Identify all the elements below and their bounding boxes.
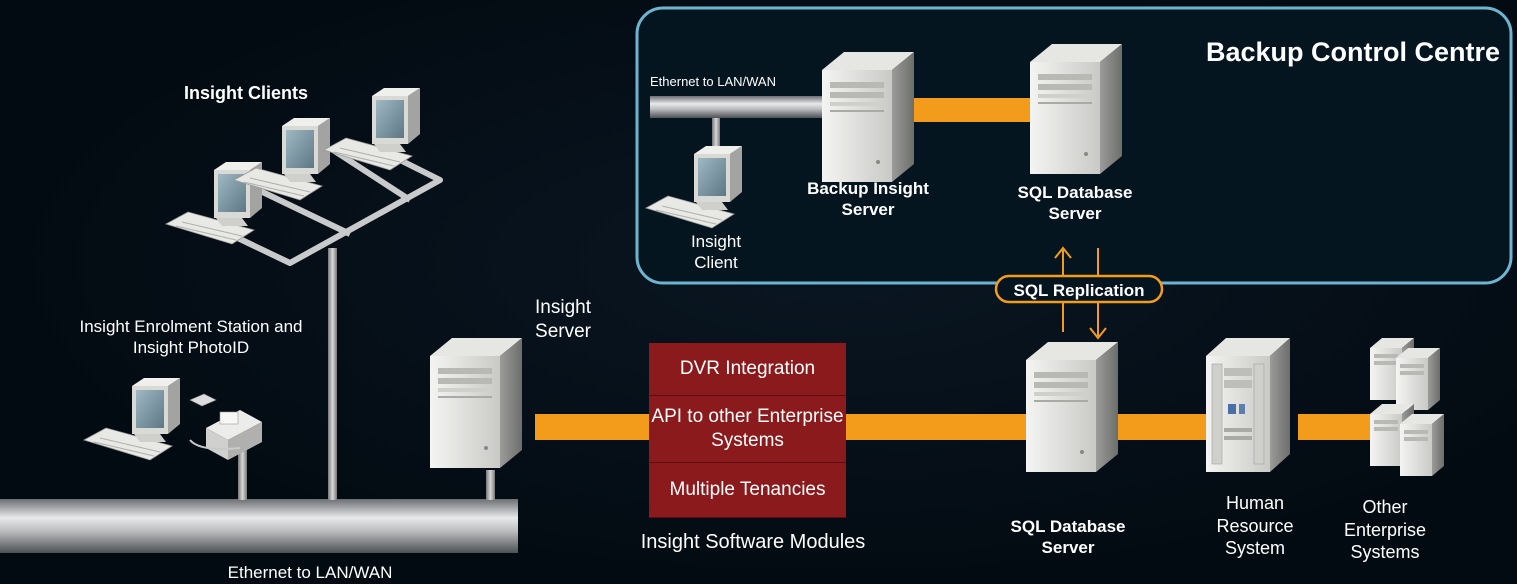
insight-server-label: Insight Server [535, 297, 591, 342]
sql-server-label: SQL Database Server [1010, 517, 1126, 558]
link-hr-to-other [1298, 414, 1370, 440]
link-modules-to-sql [846, 414, 1026, 440]
backup-server-label: Backup Insight Server [807, 179, 929, 220]
clients-pole [328, 248, 337, 500]
module-api: API to other Enterprise Systems [649, 396, 846, 463]
other-system-icon-4 [1400, 414, 1444, 476]
replication-pill [994, 274, 1164, 304]
backup-sql-server-icon [1030, 44, 1122, 174]
modules-caption: Insight Software Modules [640, 531, 866, 553]
module-multiple-tenancies: Multiple Tenancies [649, 463, 846, 518]
card-reader [189, 393, 217, 407]
hr-system-icon [1205, 337, 1291, 473]
replication-arrows [1054, 246, 1107, 340]
main-ethernet-pipe [0, 499, 518, 553]
enrolment-label: Insight Enrolment Station and Insight Ph… [79, 317, 303, 358]
insight-client-3 [323, 87, 421, 171]
id-printer [206, 410, 262, 460]
backup-client-label: Insight Client [690, 232, 742, 273]
link-backup-to-db [906, 98, 1032, 122]
enrolment-workstation [83, 377, 181, 461]
backup-centre-title: Backup Control Centre [1205, 37, 1500, 67]
backup-db-label: SQL Database Server [1017, 183, 1133, 224]
replication-label: SQL Replication [1013, 281, 1145, 300]
main-ethernet-label: Ethernet to LAN/WAN [227, 563, 393, 582]
hr-system-label: Human Resource System [1216, 493, 1294, 558]
backup-ethernet-label: Ethernet to LAN/WAN [650, 74, 776, 89]
module-dvr-integration: DVR Integration [649, 343, 846, 396]
backup-ethernet-pipe [650, 96, 836, 118]
link-server-to-modules [535, 414, 649, 440]
clients-frame [194, 145, 443, 266]
sql-database-server-icon [1026, 342, 1118, 472]
insight-server-icon [430, 338, 522, 468]
backup-insight-server-icon [822, 52, 914, 182]
insight-clients-label: Insight Clients [183, 83, 308, 103]
link-sql-to-hr [1118, 414, 1208, 440]
other-systems-label: Other Enterprise Systems [1343, 497, 1427, 562]
other-system-icon-2 [1396, 348, 1440, 410]
